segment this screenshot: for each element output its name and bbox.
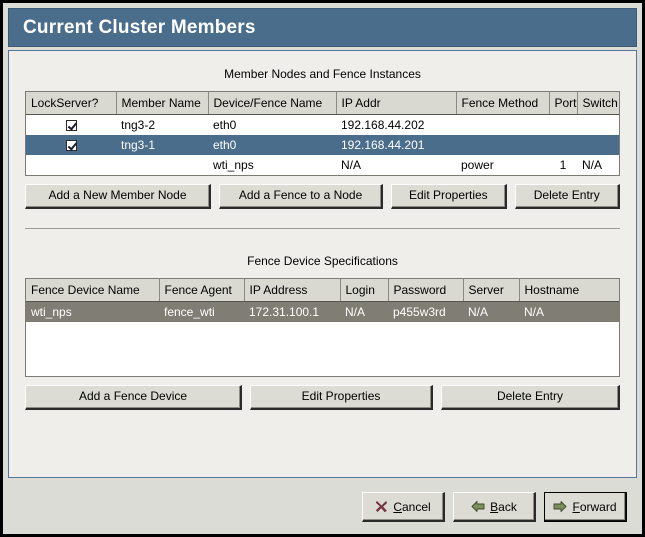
cell-lockserver[interactable]	[26, 135, 116, 155]
table-row[interactable]: tng3-1 eth0 192.168.44.201	[26, 135, 619, 155]
cell-lockserver[interactable]	[26, 115, 116, 136]
edit-properties-member-button[interactable]: Edit Properties	[391, 184, 507, 209]
column-header-hostname[interactable]: Hostname	[519, 279, 619, 302]
table-row[interactable]: wti_nps fence_wti 172.31.100.1 N/A p455w…	[26, 301, 619, 322]
delete-entry-member-button[interactable]: Delete Entry	[514, 184, 620, 209]
cell-ip-addr: 192.168.44.202	[341, 118, 425, 132]
cell-member-name	[116, 155, 208, 175]
column-header-login[interactable]: Login	[340, 279, 389, 302]
cell-switch: N/A	[582, 158, 603, 172]
column-header-ip-address[interactable]: IP Address	[244, 279, 341, 302]
column-header-device-fence-name[interactable]: Device/Fence Name	[208, 92, 337, 115]
column-header-member-name[interactable]: Member Name	[116, 92, 209, 115]
navigation-bar: Cancel Back Forward	[8, 484, 637, 530]
cell-port	[549, 135, 577, 155]
forward-button-label: Forward	[572, 499, 617, 514]
cell-member-name: tng3-2	[121, 118, 156, 132]
window-titlebar: Current Cluster Members	[8, 8, 637, 47]
cell-fence-method	[456, 135, 549, 155]
content-panel: Member Nodes and Fence Instances LockSer…	[8, 50, 637, 478]
window-title: Current Cluster Members	[23, 16, 256, 38]
cell-server: N/A	[468, 305, 489, 319]
edit-properties-fence-button[interactable]: Edit Properties	[250, 385, 433, 410]
fence-devices-table: Fence Device Name Fence Agent IP Address…	[26, 279, 619, 322]
column-header-switch[interactable]: Switch	[577, 92, 619, 115]
cell-port	[549, 115, 577, 136]
arrow-left-icon	[471, 500, 485, 513]
back-button[interactable]: Back	[453, 492, 536, 522]
cell-fence-method: power	[461, 158, 494, 172]
table-row[interactable]: wti_nps N/A power 1 N/A	[26, 155, 619, 175]
cell-fence-method	[456, 115, 549, 136]
fence-section-button-row: Add a Fence Device Edit Properties Delet…	[25, 385, 620, 410]
column-header-lockserver[interactable]: LockServer?	[26, 92, 117, 115]
cancel-button-label: Cancel	[393, 499, 431, 514]
add-fence-to-node-button[interactable]: Add a Fence to a Node	[219, 184, 384, 209]
add-new-member-node-button[interactable]: Add a New Member Node	[25, 184, 211, 209]
column-header-server[interactable]: Server	[463, 279, 520, 302]
member-section-title: Member Nodes and Fence Instances	[224, 67, 421, 81]
member-section-button-row: Add a New Member Node Add a Fence to a N…	[25, 184, 620, 209]
column-header-ip-addr[interactable]: IP Addr	[336, 92, 457, 115]
table-row[interactable]: tng3-2 eth0 192.168.44.202	[26, 114, 619, 136]
cell-switch	[577, 115, 619, 136]
cell-member-name: tng3-1	[121, 138, 156, 152]
cell-device-fence-name: eth0	[213, 138, 237, 152]
cancel-x-icon	[375, 500, 388, 513]
fence-section-title: Fence Device Specifications	[247, 254, 398, 268]
fence-devices-table-container: Fence Device Name Fence Agent IP Address…	[25, 278, 620, 377]
delete-entry-fence-button[interactable]: Delete Entry	[440, 385, 620, 410]
back-button-label: Back	[490, 499, 517, 514]
section-separator	[25, 228, 620, 229]
add-fence-device-button[interactable]: Add a Fence Device	[25, 385, 243, 410]
member-nodes-table-container: LockServer? Member Name Device/Fence Nam…	[25, 91, 620, 176]
cell-device-fence-name: eth0	[213, 118, 237, 132]
cancel-button[interactable]: Cancel	[362, 492, 445, 522]
cell-lockserver	[26, 155, 116, 175]
cell-ip-addr: N/A	[341, 158, 362, 172]
cell-password: p455w3rd	[393, 305, 446, 319]
cell-hostname: N/A	[524, 305, 545, 319]
arrow-right-icon	[553, 500, 567, 513]
column-header-fence-method[interactable]: Fence Method	[456, 92, 550, 115]
cell-fence-agent: fence_wti	[164, 305, 215, 319]
fence-table-header-row: Fence Device Name Fence Agent IP Address…	[26, 279, 619, 302]
lockserver-checkbox[interactable]	[65, 140, 77, 152]
cell-device-fence-name: wti_nps	[213, 158, 254, 172]
member-table-header-row: LockServer? Member Name Device/Fence Nam…	[26, 92, 619, 115]
cell-switch	[577, 135, 619, 155]
column-header-fence-agent[interactable]: Fence Agent	[159, 279, 245, 302]
cell-login: N/A	[345, 305, 366, 319]
lockserver-checkbox[interactable]	[65, 120, 77, 132]
column-header-port[interactable]: Port	[549, 92, 578, 115]
cell-ip-address: 172.31.100.1	[249, 305, 320, 319]
forward-button[interactable]: Forward	[544, 492, 627, 522]
cell-port: 1	[559, 158, 567, 172]
column-header-fence-device-name[interactable]: Fence Device Name	[26, 279, 160, 302]
member-nodes-table: LockServer? Member Name Device/Fence Nam…	[26, 92, 619, 175]
cell-ip-addr: 192.168.44.201	[341, 138, 425, 152]
cell-fence-device-name: wti_nps	[31, 305, 72, 319]
column-header-password[interactable]: Password	[388, 279, 464, 302]
